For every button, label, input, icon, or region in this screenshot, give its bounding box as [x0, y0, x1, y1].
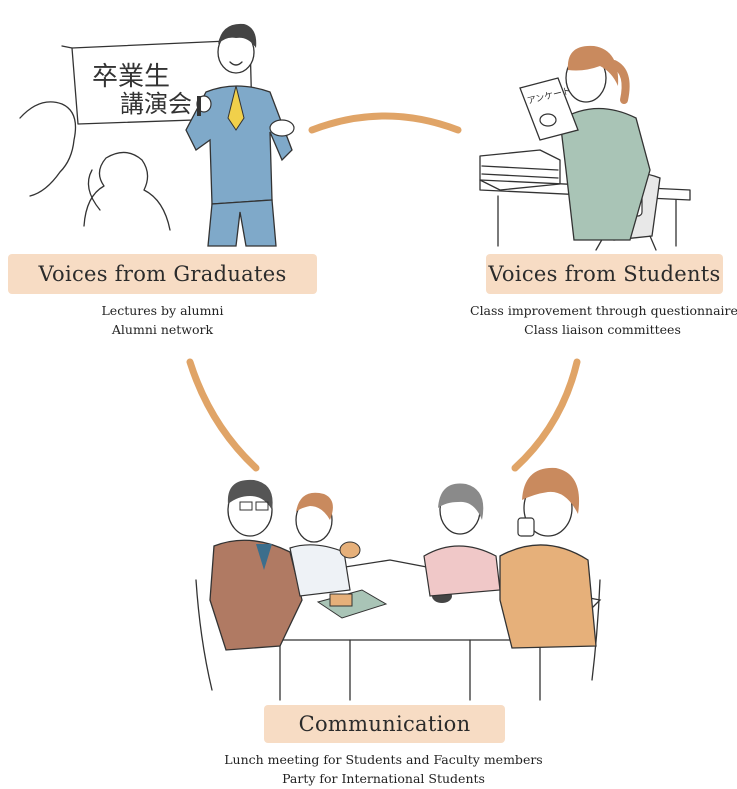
- arc-top: [308, 112, 462, 134]
- communication-title: Communication: [298, 712, 471, 736]
- students-line-2: Class liaison committees: [524, 322, 681, 337]
- communication-description: Lunch meeting for Students and Faculty m…: [200, 750, 567, 788]
- students-label: Voices from Students: [486, 254, 723, 294]
- banner-text-2: 講演会: [120, 90, 192, 118]
- students-description: Class improvement through questionnaires…: [470, 301, 737, 339]
- graduates-line-2: Alumni network: [111, 322, 214, 337]
- students-title: Voices from Students: [488, 262, 721, 286]
- communication-label: Communication: [264, 705, 505, 743]
- students-line-1: Class improvement through questionnaires: [470, 303, 737, 318]
- graduates-label: Voices from Graduates: [8, 254, 317, 294]
- graduates-line-1: Lectures by alumni: [101, 303, 224, 318]
- arc-left: [186, 358, 260, 472]
- communication-line-1: Lunch meeting for Students and Faculty m…: [224, 752, 543, 767]
- banner-text: 卒業生: [92, 62, 170, 92]
- graduates-description: Lectures by alumni Alumni network: [8, 301, 317, 339]
- communication-line-2: Party for International Students: [282, 771, 485, 786]
- arc-right: [511, 358, 581, 472]
- graduates-title: Voices from Graduates: [38, 262, 287, 286]
